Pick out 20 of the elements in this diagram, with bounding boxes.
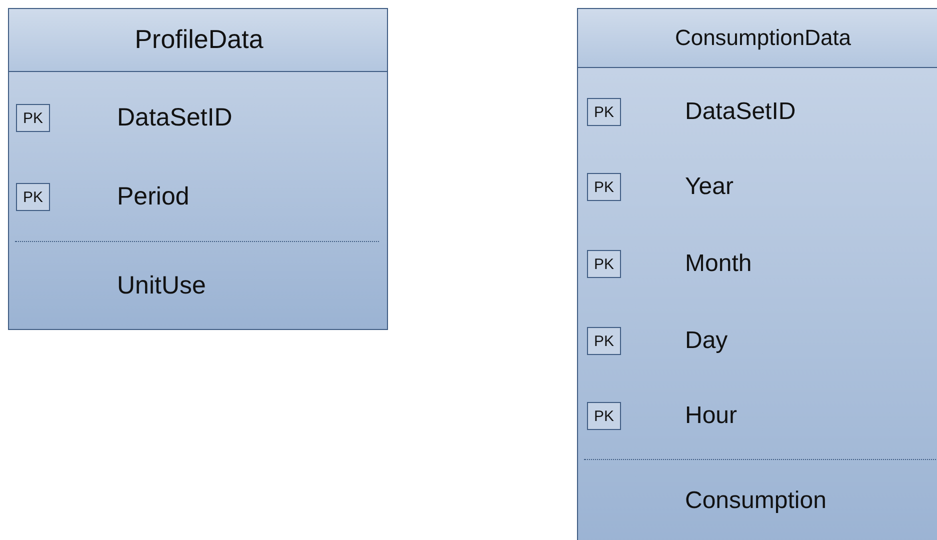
entity-table xyxy=(577,8,937,540)
field-name: DataSetID xyxy=(117,104,232,132)
entity-name: ProfileData xyxy=(134,24,264,56)
field-name: Year xyxy=(685,173,734,201)
entity-table xyxy=(8,8,388,330)
field-name: Period xyxy=(117,182,190,212)
primary-key-badge: PK xyxy=(587,98,621,126)
primary-key-badge: PK xyxy=(16,104,50,132)
primary-key-badge: PK xyxy=(587,402,621,430)
field-name: Month xyxy=(685,250,752,278)
primary-key-badge: PK xyxy=(587,250,621,278)
primary-key-badge: PK xyxy=(16,183,50,211)
field-name: UnitUse xyxy=(117,272,206,300)
field-name: Day xyxy=(685,327,728,355)
field-name: Hour xyxy=(685,402,738,430)
field-name: DataSetID xyxy=(685,98,796,126)
primary-key-badge: PK xyxy=(587,173,621,201)
entity-name: ConsumptionData xyxy=(674,24,852,51)
field-name: Consumption xyxy=(685,487,826,515)
primary-key-badge: PK xyxy=(587,327,621,355)
